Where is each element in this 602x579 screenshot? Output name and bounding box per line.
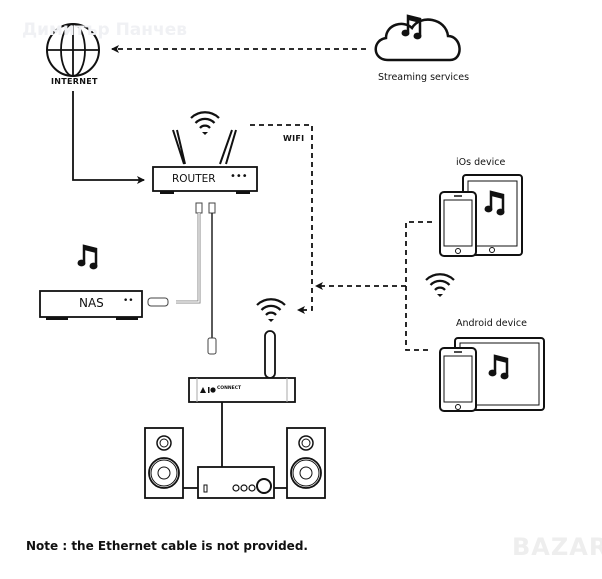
- nas-leds: ••: [123, 296, 134, 306]
- connect-label: CONNECT: [217, 386, 242, 391]
- wifi-label: WIFI: [283, 134, 305, 143]
- streamer-icon: [188, 298, 296, 467]
- author-watermark: Димитър Панчев: [22, 20, 187, 40]
- globe-icon: [46, 23, 100, 77]
- router-leds: •••: [230, 171, 248, 182]
- ios-device-label: iOs device: [456, 157, 506, 168]
- devices-link: [405, 221, 432, 351]
- ethernet-note: Note : the Ethernet cable is not provide…: [26, 539, 308, 553]
- amplifier-icon: [183, 466, 287, 499]
- wifi-icon: [424, 273, 456, 299]
- wifi-link: [250, 124, 313, 314]
- speaker-left-icon: [144, 427, 184, 499]
- android-device-label: Android device: [456, 318, 527, 329]
- streaming-services-label: Streaming services: [378, 72, 470, 83]
- ethernet-cable-icon: [147, 202, 217, 355]
- ios-device-icon: [439, 174, 523, 257]
- nas-label: NAS: [79, 296, 104, 310]
- router-icon: [152, 111, 258, 194]
- nas-icon: [39, 244, 143, 320]
- internet-label: INTERNET: [51, 77, 98, 86]
- site-watermark: BAZAR: [512, 533, 602, 561]
- speaker-right-icon: [286, 427, 326, 499]
- android-device-icon: [439, 337, 545, 412]
- router-label: ROUTER: [172, 173, 216, 185]
- cloud-music-icon: [374, 14, 461, 62]
- internet-to-router-link: [72, 91, 145, 184]
